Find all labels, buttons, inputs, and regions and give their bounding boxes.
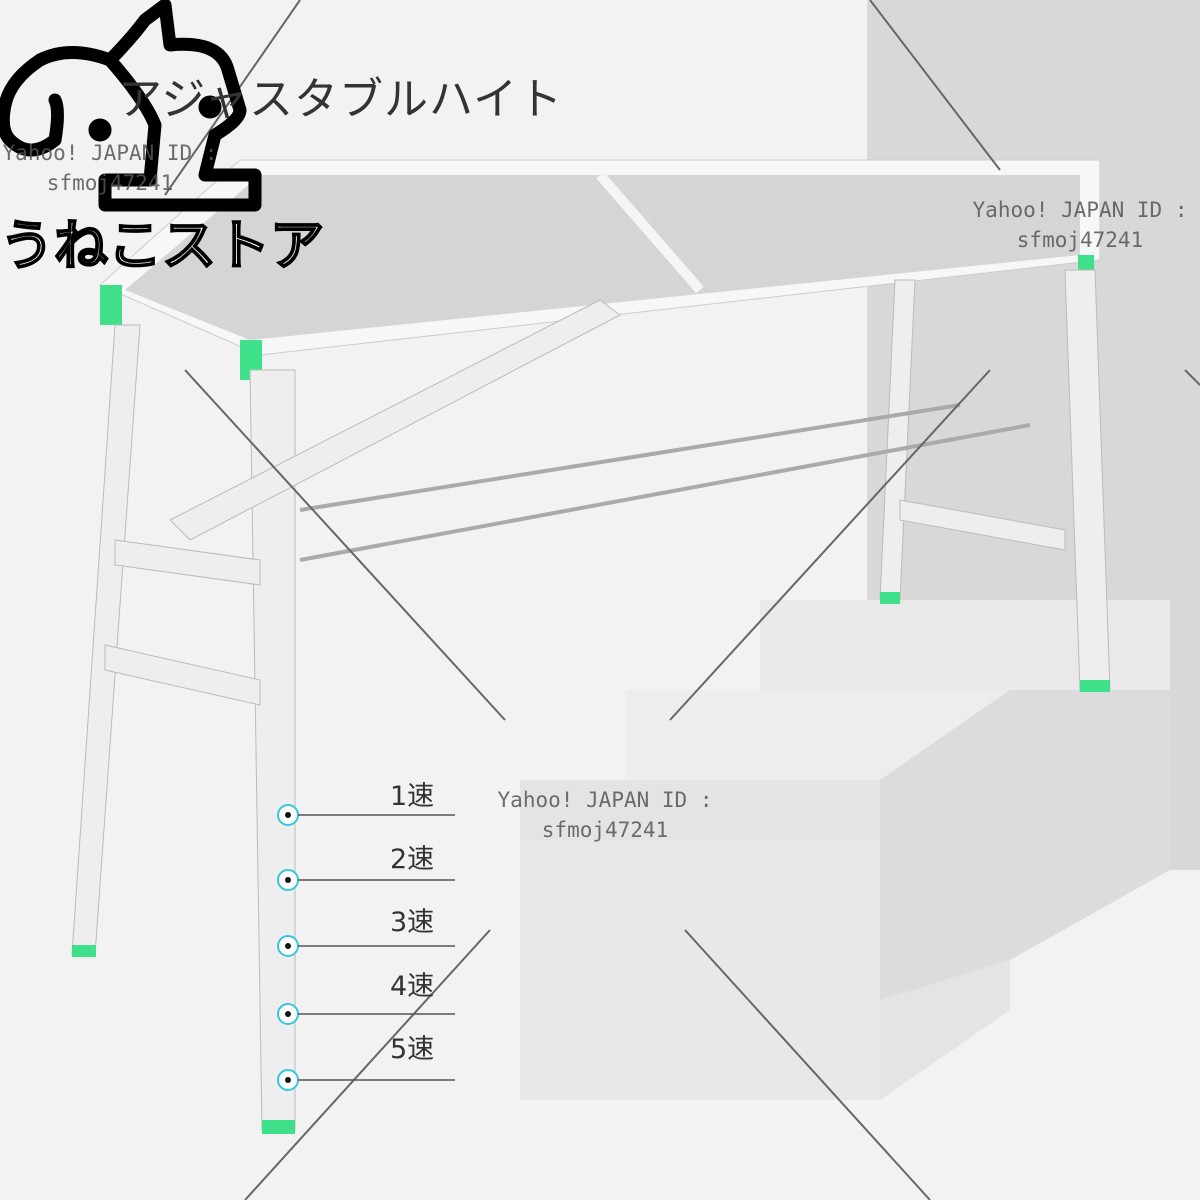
watermark-line: sfmoj47241 [541, 818, 669, 842]
watermark-line: sfmoj47241 [46, 171, 174, 195]
steps [520, 600, 1170, 1100]
cat-logo [0, 0, 262, 212]
watermark-line: sfmoj47241 [1016, 228, 1144, 252]
watermark: Yahoo! JAPAN ID : sfmoj47241 [940, 195, 1200, 255]
speed-label-1: 1速 [390, 781, 435, 812]
speed-leader-lines [298, 814, 455, 1081]
speed-label-4: 4速 [390, 971, 435, 1002]
watermark-line: Yahoo! JAPAN ID : [972, 198, 1188, 222]
store-logo-text: うねこストア [0, 214, 325, 278]
tie-rods [299, 403, 1031, 562]
page-title: アジャスタブルハイト [118, 74, 564, 125]
watermark-line: Yahoo! JAPAN ID : [497, 788, 713, 812]
watermark: Yahoo! JAPAN ID : sfmoj47241 [0, 138, 260, 198]
platform [99, 159, 1101, 380]
speed-marker-dots [285, 812, 291, 1083]
speed-label-5: 5速 [390, 1034, 435, 1065]
watermark-line: Yahoo! JAPAN ID : [2, 141, 218, 165]
speed-label-3: 3速 [390, 907, 435, 938]
speed-label-2: 2速 [390, 844, 435, 875]
watermark: Yahoo! JAPAN ID : sfmoj47241 [455, 785, 755, 845]
